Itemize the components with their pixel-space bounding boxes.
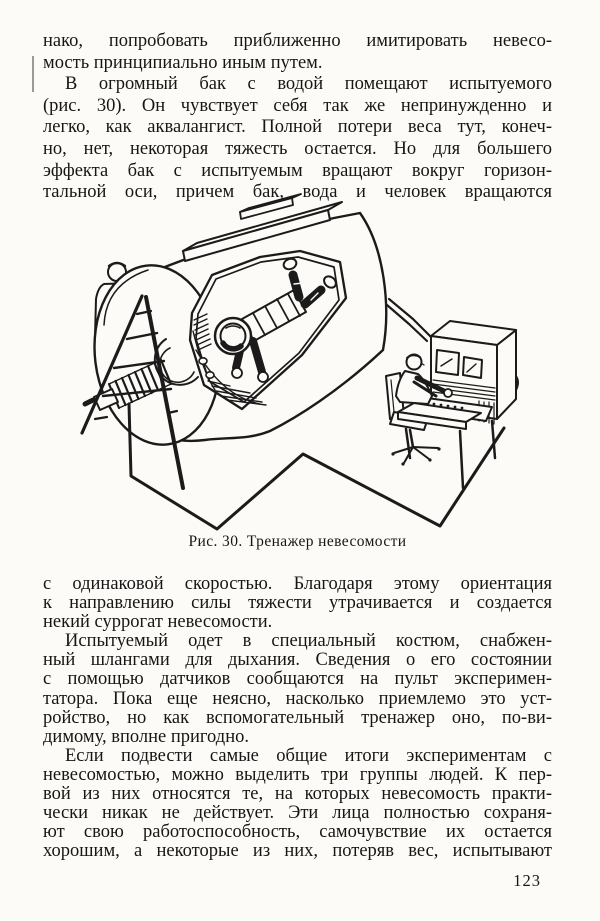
ladder-drawing: [80, 294, 185, 490]
figure-illustration: [0, 192, 600, 545]
text-line: димому, вполне пригодно.: [43, 726, 249, 747]
text-line: но, нет, некоторая тяжесть остается. Но …: [43, 138, 552, 159]
text-line: ный шлангами для дыхания. Сведения о его…: [43, 650, 552, 671]
text-line: невесомостью, можно выделить три группы …: [43, 764, 552, 785]
hatch-cover-drawing: [182, 193, 343, 262]
text-block-top: нако, попробовать приближенно имитироват…: [43, 31, 552, 204]
scan-artifact: [32, 56, 34, 92]
chair-base-drawing: [391, 428, 441, 466]
text-line: ройство, но как вспомогательный тренажер…: [43, 707, 552, 728]
text-line: некий суррогат невесомости.: [43, 612, 273, 633]
text-line: с одинаковой скоростью. Благодаря этому …: [43, 574, 552, 594]
text-line: Если подвести самые общие итоги эксперим…: [65, 745, 552, 766]
text-line: эффекта бак с испытуемым вращают вокруг …: [43, 160, 552, 181]
text-line: татора. Пока еще неясно, насколько прием…: [43, 688, 552, 709]
text-line: хорошим, а некоторые из них, потеряв вес…: [43, 841, 552, 862]
page-number: 123: [513, 871, 541, 890]
weightlessness-trainer-drawing: [80, 193, 519, 531]
floor-outline: [127, 402, 506, 531]
cable-duct-drawing: [385, 297, 433, 343]
desk-drawing: [397, 402, 497, 490]
figure-caption: Рис. 30. Тренажер невесомости: [188, 533, 407, 550]
text-line: вой из них относятся те, на которых неве…: [43, 784, 552, 805]
text-line: легко, как аквалангист. Полной потери ве…: [43, 117, 552, 138]
cosmonaut-figure: [213, 257, 337, 383]
text-line: В огромный бак с водой помещают испытуем…: [65, 74, 552, 95]
text-line: к направлению силы тяжести утрачивается …: [43, 593, 552, 614]
text-line: ют свою работоспособность, самочувствие …: [43, 822, 552, 843]
text-line: Испытуемый одет в специальный костюм, сн…: [65, 631, 552, 652]
text-line: чески никак не действует. Эти лица полно…: [43, 803, 552, 824]
text-line: (рис. 30). Он чувствует себя так же непр…: [43, 95, 552, 116]
text-line: нако, попробовать приближенно имитироват…: [43, 31, 552, 51]
operator-figure: [395, 353, 453, 405]
text-line: с помощью датчиков сообщаются на пульт э…: [43, 669, 552, 690]
text-line: мость принципиально иным путем.: [43, 52, 323, 73]
text-line: тальной оси, причем бак, вода и человек …: [43, 182, 552, 203]
text-block-bottom: с одинаковой скоростью. Благодаря этому …: [43, 574, 552, 862]
